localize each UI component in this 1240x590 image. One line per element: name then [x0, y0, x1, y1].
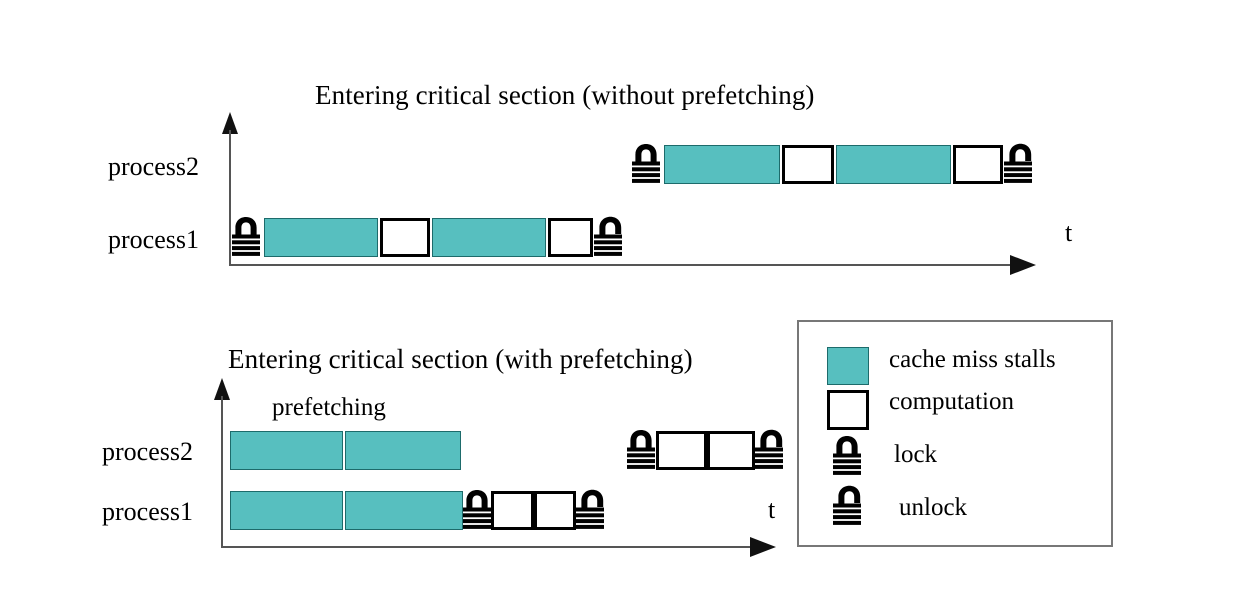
x-axis-arrowhead-top: [1010, 255, 1036, 275]
y-axis-arrowhead-top: [222, 112, 238, 134]
x-axis-arrowhead-bottom: [750, 537, 776, 557]
legend-label-cache-miss-stalls: cache miss stalls: [889, 346, 1056, 373]
segment-cache-miss-stall: [836, 145, 951, 184]
legend-label-computation: computation: [889, 388, 1014, 415]
segment-cache-miss-stall: [664, 145, 780, 184]
segment-cache-miss-stall: [264, 218, 378, 257]
row-label-bottom-process2: process2: [102, 437, 193, 466]
segment-computation: [548, 218, 593, 257]
segment-computation: [707, 431, 755, 470]
white-square-icon: [827, 390, 869, 430]
row-label-top-process1: process1: [108, 225, 199, 254]
segment-cache-miss-stall: [230, 431, 343, 470]
lock-icon: [462, 488, 492, 533]
y-axis-bottom: [221, 396, 223, 548]
annotation-prefetching: prefetching: [272, 394, 386, 421]
unlock-icon: [832, 484, 862, 529]
row-label-bottom-process1: process1: [102, 497, 193, 526]
segment-computation: [491, 491, 534, 530]
x-axis-top: [229, 264, 1029, 266]
lock-icon: [231, 215, 261, 260]
lock-icon: [626, 428, 656, 473]
chart-title-without-prefetching: Entering critical section (without prefe…: [315, 80, 815, 110]
segment-cache-miss-stall: [345, 491, 463, 530]
unlock-icon: [593, 215, 623, 260]
segment-computation: [782, 145, 834, 184]
segment-cache-miss-stall: [432, 218, 546, 257]
x-axis-label-top: t: [1065, 218, 1073, 247]
unlock-icon: [1003, 142, 1033, 187]
row-label-top-process2: process2: [108, 152, 199, 181]
legend-label-unlock: unlock: [899, 494, 968, 521]
y-axis-top: [229, 130, 231, 265]
teal-square-icon: [827, 347, 869, 385]
lock-icon: [832, 434, 862, 479]
segment-computation: [380, 218, 430, 257]
lock-icon: [631, 142, 661, 187]
chart-title-with-prefetching: Entering critical section (with prefetch…: [228, 344, 693, 374]
unlock-icon: [754, 428, 784, 473]
segment-computation: [656, 431, 707, 470]
y-axis-arrowhead-bottom: [214, 378, 230, 400]
legend-label-lock: lock: [894, 441, 938, 468]
unlock-icon: [575, 488, 605, 533]
segment-computation: [953, 145, 1003, 184]
x-axis-label-bottom: t: [768, 495, 776, 524]
segment-computation: [534, 491, 576, 530]
segment-cache-miss-stall: [345, 431, 461, 470]
x-axis-bottom: [221, 546, 766, 548]
segment-cache-miss-stall: [230, 491, 343, 530]
legend: cache miss stalls computation lock: [797, 320, 1113, 547]
